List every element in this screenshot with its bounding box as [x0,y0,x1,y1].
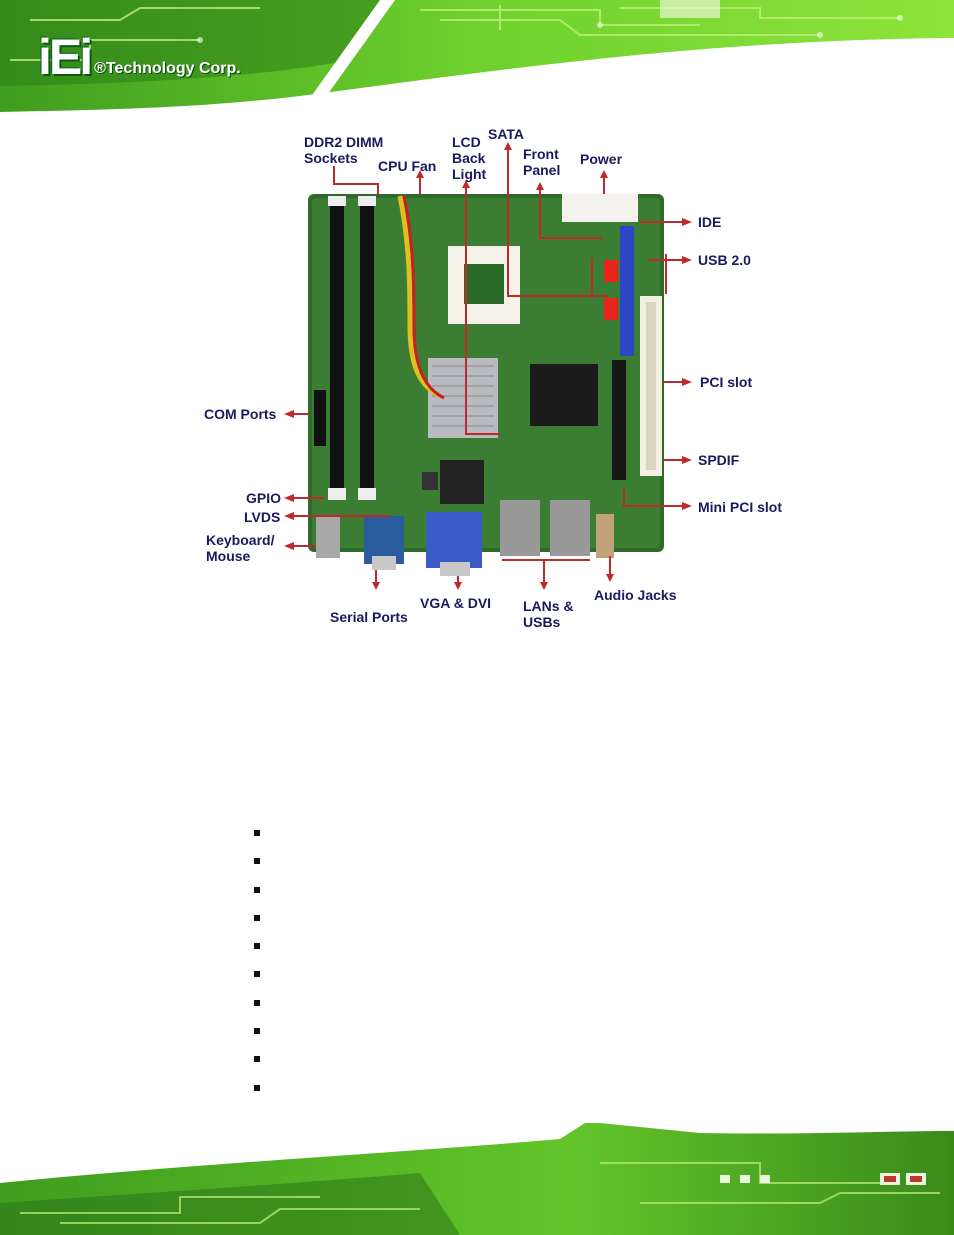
label-ddr2-dimm-sockets: DDR2 DIMM Sockets [304,134,384,166]
label-lcd-back-light: LCD Back Light [452,134,487,182]
bullet-square-icon [254,1084,260,1091]
circuit-footer-graphic [0,1123,954,1235]
label-keyboard-mouse: Keyboard/ Mouse [206,532,275,564]
label-serial-ports: Serial Ports [330,609,408,625]
label-front-panel: Front Panel [523,146,561,178]
bullet-square-icon [254,943,260,950]
label-gpio: GPIO [246,490,282,506]
label-sata: SATA [488,126,525,142]
label-usb-2-0: USB 2.0 [698,252,751,268]
label-power: Power [580,151,623,167]
label-pci-slot: PCI slot [700,374,753,390]
label-mini-pci-slot: Mini PCI slot [698,499,782,515]
label-ide: IDE [698,214,722,230]
bullet-square-icon [254,830,260,836]
bullet-square-icon [254,858,260,865]
bullet-square-icon [254,1028,260,1035]
motherboard-layout-figure: DDR2 DIMM Sockets CPU Fan LCD Back Light… [200,126,800,636]
label-cpu-fan: CPU Fan [378,158,437,174]
label-spdif: SPDIF [698,452,740,468]
page-footer-banner [0,1123,954,1235]
bullet-square-icon [254,886,260,893]
label-lans-usbs: LANs & USBs [523,598,574,630]
logo-mark: iEi [38,29,93,85]
motherboard-photo [284,142,692,590]
bullet-square-icon [254,999,260,1006]
label-lvds: LVDS [244,509,281,525]
label-audio-jacks: Audio Jacks [594,587,677,603]
circuit-banner-graphic [0,0,954,112]
company-logo: iEi ®Technology Corp. [38,29,241,85]
logo-text: ®Technology Corp. [94,60,241,77]
bullet-square-icon [254,914,260,921]
page-header-banner: iEi ®Technology Corp. [0,0,954,112]
bullet-square-icon [254,1056,260,1063]
label-com-ports: COM Ports [204,406,277,422]
bullet-square-icon [254,971,260,978]
label-vga-dvi: VGA & DVI [420,595,492,611]
